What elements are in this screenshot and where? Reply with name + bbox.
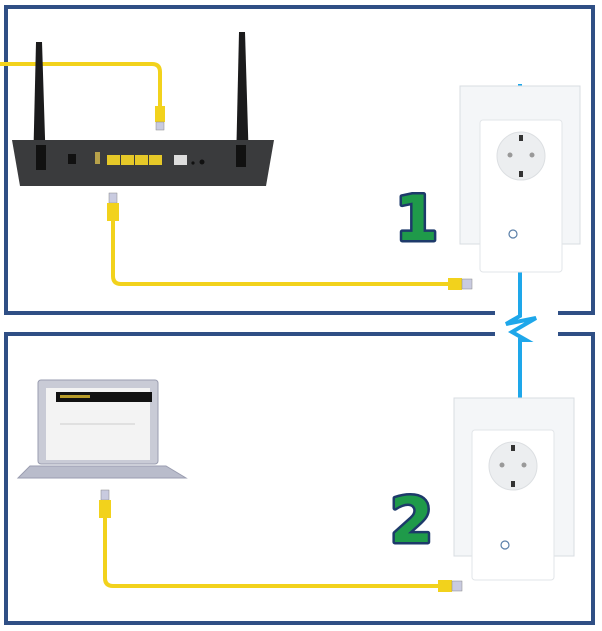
powerline-adapter-2 [453, 397, 575, 581]
router-antenna-right [236, 32, 249, 165]
power-port [68, 154, 76, 164]
ethernet-cable-1 [107, 192, 473, 290]
wan-port [174, 155, 187, 165]
bottom-frame [4, 332, 595, 625]
ethernet-cable-2 [99, 489, 463, 592]
step-label-2: 2 [390, 484, 433, 557]
internet-cable [0, 62, 165, 131]
laptop [16, 379, 188, 479]
powerline-adapter-1 [459, 85, 581, 273]
router-antenna-left [33, 42, 46, 170]
step-label-1: 1 [395, 182, 438, 255]
lan-ports [107, 155, 162, 165]
top-frame [4, 5, 595, 315]
lightning-icon [505, 308, 538, 400]
tp-link-logo-icon [500, 540, 510, 550]
router [12, 32, 274, 186]
tp-link-logo-icon [508, 229, 518, 239]
usb-port [95, 152, 100, 164]
